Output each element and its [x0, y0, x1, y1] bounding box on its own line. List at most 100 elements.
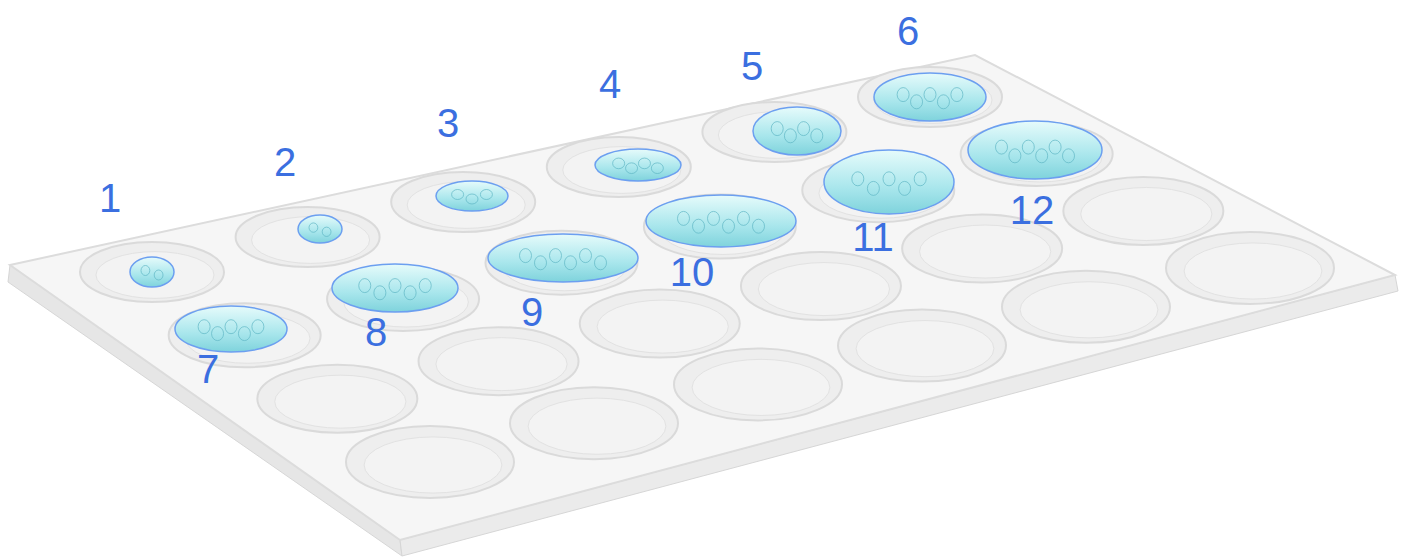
well-floor — [1020, 282, 1158, 338]
bubble — [480, 190, 492, 200]
bubble — [937, 95, 949, 109]
bubble — [1009, 149, 1021, 163]
well — [169, 303, 321, 367]
callout-number: 12 — [1010, 190, 1055, 230]
well-floor — [275, 375, 406, 428]
bubble — [638, 158, 650, 169]
well — [1063, 177, 1223, 245]
well — [702, 102, 846, 162]
bubble — [580, 249, 592, 263]
bubble — [613, 158, 625, 169]
bubble — [899, 181, 911, 195]
bubble — [626, 163, 638, 174]
callout-number: 4 — [599, 64, 621, 104]
well-floor — [364, 437, 502, 493]
bubble — [374, 286, 386, 300]
bubble — [225, 320, 237, 334]
bubble — [520, 249, 532, 263]
well — [547, 137, 691, 197]
plate-top — [10, 55, 1395, 540]
callout-number: 8 — [365, 312, 387, 352]
bubble — [996, 140, 1008, 154]
liquid — [595, 149, 681, 181]
liquid — [488, 234, 638, 282]
well — [419, 327, 579, 395]
bubble — [309, 223, 318, 232]
bubble — [1063, 149, 1075, 163]
bubble — [1022, 140, 1034, 154]
well-floor — [436, 338, 567, 391]
bubble — [811, 129, 823, 143]
liquid — [175, 306, 287, 352]
bubble — [951, 88, 963, 102]
bubble — [198, 320, 210, 334]
bubble — [914, 172, 926, 186]
bubble — [911, 95, 923, 109]
callout-number: 5 — [741, 46, 763, 86]
plain-wells — [80, 67, 1334, 498]
bubble — [359, 279, 371, 293]
bubble — [723, 219, 735, 233]
well — [1002, 271, 1170, 343]
bubble — [535, 256, 547, 270]
well-floor — [1081, 187, 1212, 240]
filled-wells — [130, 73, 1102, 352]
well-floor — [528, 398, 666, 454]
bubble — [1049, 140, 1061, 154]
well — [257, 365, 417, 433]
well — [858, 67, 1002, 127]
liquid — [646, 195, 796, 247]
callout-number: 2 — [274, 142, 296, 182]
callout-number: 11 — [852, 217, 894, 257]
well — [485, 231, 637, 295]
bubble — [322, 227, 331, 236]
bubble — [693, 219, 705, 233]
bubble — [141, 266, 150, 276]
callout-number: 9 — [521, 292, 543, 332]
liquid — [332, 264, 458, 312]
well — [236, 207, 380, 267]
bubble — [784, 129, 796, 143]
bubble — [252, 320, 264, 334]
bubble — [651, 163, 663, 174]
bubble — [897, 88, 909, 102]
well-floor — [1184, 243, 1322, 299]
bubble — [238, 327, 250, 341]
well — [741, 252, 901, 320]
bubble — [595, 256, 607, 270]
bubble — [154, 270, 163, 280]
well — [674, 348, 842, 420]
liquid — [968, 121, 1102, 179]
callout-number: 6 — [897, 11, 919, 51]
well — [510, 387, 678, 459]
bubble — [753, 219, 765, 233]
bubble — [550, 249, 562, 263]
liquid — [824, 150, 954, 214]
liquid — [753, 107, 841, 155]
well-floor — [920, 225, 1051, 278]
bubble — [924, 88, 936, 102]
liquid — [874, 73, 986, 121]
liquid — [298, 215, 342, 243]
well — [1166, 232, 1334, 304]
bubble — [565, 256, 577, 270]
bubble — [404, 286, 416, 300]
well-floor — [96, 252, 214, 299]
liquid — [130, 257, 174, 287]
well — [346, 426, 514, 498]
bubble — [883, 172, 895, 186]
well-floor — [597, 300, 728, 353]
callout-number: 3 — [437, 103, 459, 143]
well — [391, 172, 535, 232]
bubble — [798, 122, 810, 136]
bubble — [452, 190, 464, 200]
well — [580, 290, 740, 358]
bubble — [419, 279, 431, 293]
well — [644, 195, 796, 259]
callout-number: 7 — [197, 349, 219, 389]
bubble — [212, 327, 224, 341]
callout-number: 10 — [670, 252, 715, 292]
bubble — [678, 211, 690, 225]
bubble — [466, 194, 478, 204]
bubble — [867, 181, 879, 195]
